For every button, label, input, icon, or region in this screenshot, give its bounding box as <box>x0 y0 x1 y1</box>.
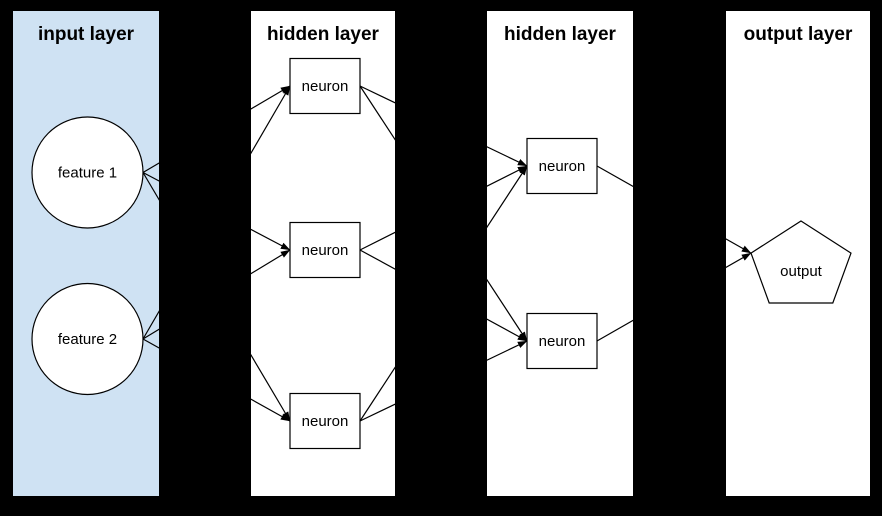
edges-layer <box>142 85 752 422</box>
edge-f2-to-h1n3 <box>142 338 291 422</box>
panel-hidden-layer-2 <box>487 11 633 496</box>
panel-input-layer <box>13 11 159 496</box>
input-layer-title: input layer <box>38 24 135 45</box>
edge-h2n1-to-out <box>596 165 752 254</box>
node-output-label: output <box>780 263 823 280</box>
node-hidden2-neuron-1 <box>526 137 598 195</box>
hidden-layer-1-title: hidden layer <box>267 24 380 45</box>
node-hidden2-neuron-2 <box>526 312 598 370</box>
node-feature-1-label: feature 1 <box>58 165 117 182</box>
edge-h1n3-to-h2n2 <box>359 340 528 422</box>
edge-f1-to-h1n1 <box>142 85 291 174</box>
edge-f1-to-h1n3 <box>142 172 291 422</box>
node-hidden1-neuron-1-label: neuron <box>302 78 349 95</box>
node-feature-1 <box>31 116 144 229</box>
edge-h1n2-to-h2n2 <box>359 249 528 342</box>
edge-f1-to-h1n2 <box>142 171 291 251</box>
node-hidden2-neuron-1-label: neuron <box>539 158 586 175</box>
edge-h1n3-to-h2n1 <box>359 165 528 422</box>
node-feature-2 <box>31 282 144 396</box>
node-hidden1-neuron-3 <box>289 392 361 450</box>
edge-f2-to-h1n1 <box>142 85 291 340</box>
node-feature-2-label: feature 2 <box>58 331 117 348</box>
node-hidden2-neuron-2-label: neuron <box>539 333 586 350</box>
hidden-layer-2-title: hidden layer <box>504 24 617 45</box>
node-output-pentagon <box>750 220 852 304</box>
layer-titles: input layer hidden layer hidden layer ou… <box>38 24 853 45</box>
edge-h2n2-to-out <box>596 252 752 342</box>
node-hidden1-neuron-3-label: neuron <box>302 413 349 430</box>
edge-h1n2-to-h2n1 <box>359 165 528 251</box>
node-hidden1-neuron-1 <box>289 57 361 115</box>
edge-h1n1-to-h2n1 <box>359 85 528 167</box>
edge-h1n1-to-h2n2 <box>359 85 528 342</box>
edge-f2-to-h1n2 <box>142 249 291 340</box>
node-hidden1-neuron-2-label: neuron <box>302 242 349 259</box>
node-hidden1-neuron-2 <box>289 221 361 279</box>
nodes-layer: feature 1 feature 2 neuron neuron neuron… <box>31 57 852 450</box>
output-layer-title: output layer <box>744 24 853 45</box>
